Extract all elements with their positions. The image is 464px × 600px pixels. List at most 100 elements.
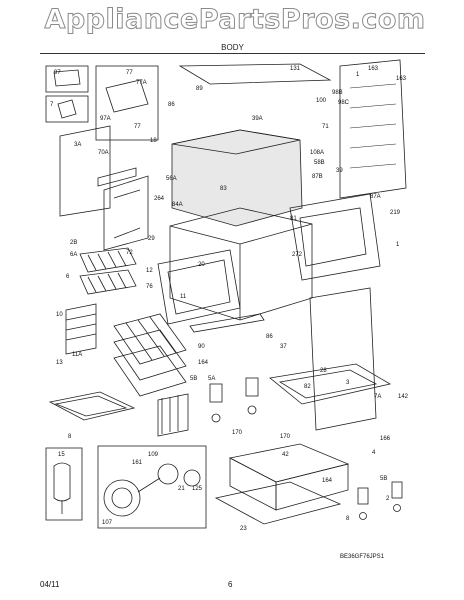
callout-98b: 98B	[332, 90, 343, 96]
callout-8b: 8	[346, 516, 350, 522]
rail-70a	[97, 167, 137, 187]
callout-98c: 98C	[338, 100, 350, 106]
rolling-rack	[113, 313, 187, 397]
callout-77-top: 77	[126, 70, 133, 76]
side-panel-3a	[59, 125, 111, 217]
callout-42: 42	[282, 452, 289, 458]
footer-date: 04/11	[40, 580, 60, 589]
diagram-code: BE36GF76JPS1	[340, 554, 385, 560]
callout-12: 12	[146, 268, 153, 274]
callout-2b: 2B	[70, 240, 77, 246]
front-frame-76	[157, 249, 241, 325]
right-frame	[289, 193, 381, 281]
callout-82: 82	[304, 384, 311, 390]
callout-7a: 7A	[374, 394, 381, 400]
callout-170b: 170	[280, 434, 291, 440]
callout-39a: 39A	[252, 116, 263, 122]
callout-6: 6	[66, 274, 70, 280]
oven-rack-6	[79, 269, 137, 295]
callout-5a: 5A	[208, 376, 215, 382]
base-tray-82	[269, 363, 392, 405]
top-cover-131	[178, 63, 332, 85]
callout-39: 39	[336, 168, 343, 174]
callout-10: 10	[56, 312, 63, 318]
callout-86b: 86	[266, 334, 273, 340]
leveling-leg-5b	[357, 481, 403, 520]
callout-100: 100	[316, 98, 327, 104]
callout-5b: 5B	[190, 376, 197, 382]
callout-3: 3	[346, 380, 350, 386]
callout-163b: 163	[396, 76, 407, 82]
callout-166: 166	[380, 436, 391, 442]
callout-37: 37	[280, 344, 287, 350]
callout-11: 11	[180, 294, 187, 300]
callout-15: 15	[58, 452, 65, 458]
oven-insulation-83	[171, 129, 303, 227]
callout-170a: 170	[232, 430, 243, 436]
callout-125: 125	[192, 486, 203, 492]
callout-1b: 1	[396, 242, 400, 248]
inset-box-7	[45, 95, 89, 123]
callout-272: 272	[292, 252, 303, 258]
callout-3a: 3A	[74, 142, 81, 148]
callout-71: 71	[322, 124, 329, 130]
callout-264: 264	[154, 196, 165, 202]
callout-142: 142	[398, 394, 409, 400]
drawer-liner	[228, 443, 350, 483]
callout-70a: 70A	[98, 150, 109, 156]
callout-11a: 11A	[72, 352, 82, 358]
callout-56a: 56A	[166, 176, 177, 182]
exploded-parts-diagram: 97 7 77 77A 97A 77 18 89 86 131 163 1 16…	[40, 58, 424, 562]
inner-panel-72	[103, 175, 149, 251]
drawer-front-23	[214, 481, 342, 525]
callout-86: 86	[168, 102, 175, 108]
callout-83: 83	[220, 186, 227, 192]
section-title: BODY	[221, 43, 244, 52]
callout-58b: 58B	[314, 160, 325, 166]
callout-219: 219	[390, 210, 401, 216]
callout-76: 76	[146, 284, 153, 290]
callout-164b: 164	[322, 478, 333, 484]
callout-29: 29	[148, 236, 155, 242]
control-board-77a	[105, 79, 149, 113]
callout-4: 4	[372, 450, 376, 456]
inset-box-97	[45, 65, 89, 93]
callout-164: 164	[198, 360, 209, 366]
rack-support-10	[65, 303, 97, 355]
callout-28: 28	[320, 368, 327, 374]
callout-18: 18	[150, 138, 157, 144]
side-panel-3	[309, 287, 377, 431]
callout-72: 72	[126, 250, 133, 256]
callout-5b-right: 5B	[380, 476, 387, 482]
callout-97: 97	[54, 70, 61, 76]
rack-support-5b	[157, 393, 189, 437]
footer-page-number: 6	[228, 580, 233, 589]
callout-89: 89	[196, 86, 203, 92]
inset-box-15	[45, 447, 83, 521]
callout-13: 13	[56, 360, 63, 366]
broil-pan-8	[48, 391, 136, 421]
callout-2: 2	[386, 496, 390, 502]
callout-77: 77	[134, 124, 141, 130]
element-15	[53, 462, 71, 502]
watermark: AppliancePartsPros.com	[44, 4, 426, 36]
inset-box-77	[95, 65, 159, 141]
inset-box-fan	[97, 445, 207, 529]
callout-21: 21	[178, 486, 185, 492]
leveling-leg-5a	[209, 377, 259, 423]
page-header: BODY	[40, 30, 425, 60]
callout-161: 161	[132, 460, 143, 466]
callout-6a: 6A	[70, 252, 77, 258]
callout-77a: 77A	[136, 80, 147, 86]
oven-rack-6a	[79, 247, 137, 273]
callout-8: 8	[68, 434, 72, 440]
part-97	[53, 69, 81, 87]
callout-109: 109	[148, 452, 159, 458]
callout-23: 23	[240, 526, 247, 532]
callout-131: 131	[290, 66, 301, 72]
callout-84a: 84A	[172, 202, 183, 208]
callout-81: 81	[290, 216, 297, 222]
back-panel-1	[339, 59, 407, 199]
callout-87b: 87B	[312, 174, 323, 180]
callout-163a: 163	[368, 66, 379, 72]
